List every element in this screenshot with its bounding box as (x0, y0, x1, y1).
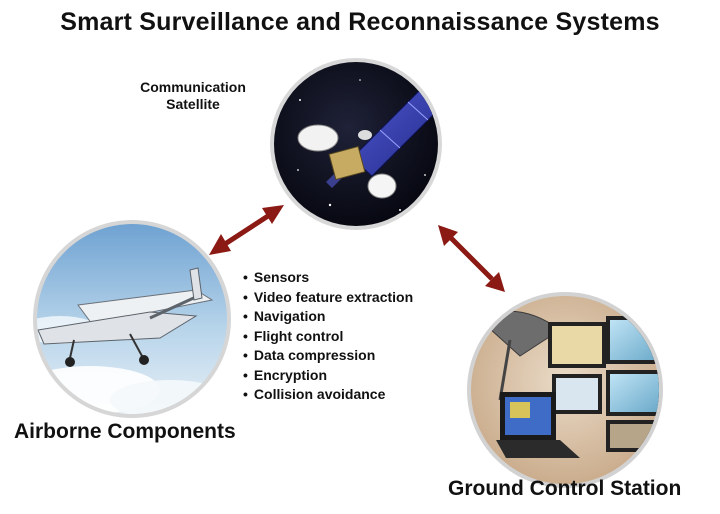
laptop-icon (496, 392, 580, 458)
drone-icon (37, 267, 227, 414)
feature-item: Sensors (243, 268, 413, 288)
airborne-node (33, 220, 231, 418)
feature-item: Encryption (243, 366, 413, 386)
feature-item: Data compression (243, 346, 413, 366)
link-satellite-airborne (209, 205, 284, 255)
feature-item: Video feature extraction (243, 288, 413, 308)
feature-item: Collision avoidance (243, 385, 413, 405)
feature-item: Flight control (243, 327, 413, 347)
feature-item: Navigation (243, 307, 413, 327)
ground-control-station-label: Ground Control Station (448, 477, 682, 500)
ground-node (467, 292, 663, 488)
airborne-components-label: Airborne Components (14, 420, 236, 443)
satellite-icon (297, 62, 438, 211)
satellite-label-line1: Communication (140, 79, 246, 95)
diagram-title: Smart Surveillance and Reconnaissance Sy… (60, 8, 660, 36)
satellite-label-line2: Satellite (166, 96, 220, 112)
link-satellite-ground (438, 225, 505, 292)
satellite-label: Communication Satellite (118, 79, 268, 113)
airborne-feature-list: Sensors Video feature extraction Navigat… (243, 268, 413, 405)
satellite-node (270, 58, 442, 230)
